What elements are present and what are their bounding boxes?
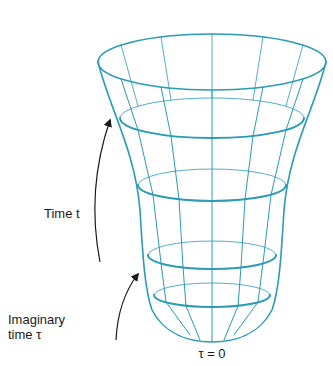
axis-label: Time t [44, 206, 94, 221]
origin-label: τ = 0 [172, 346, 252, 361]
axis-label: Imaginary time τ [8, 312, 74, 342]
